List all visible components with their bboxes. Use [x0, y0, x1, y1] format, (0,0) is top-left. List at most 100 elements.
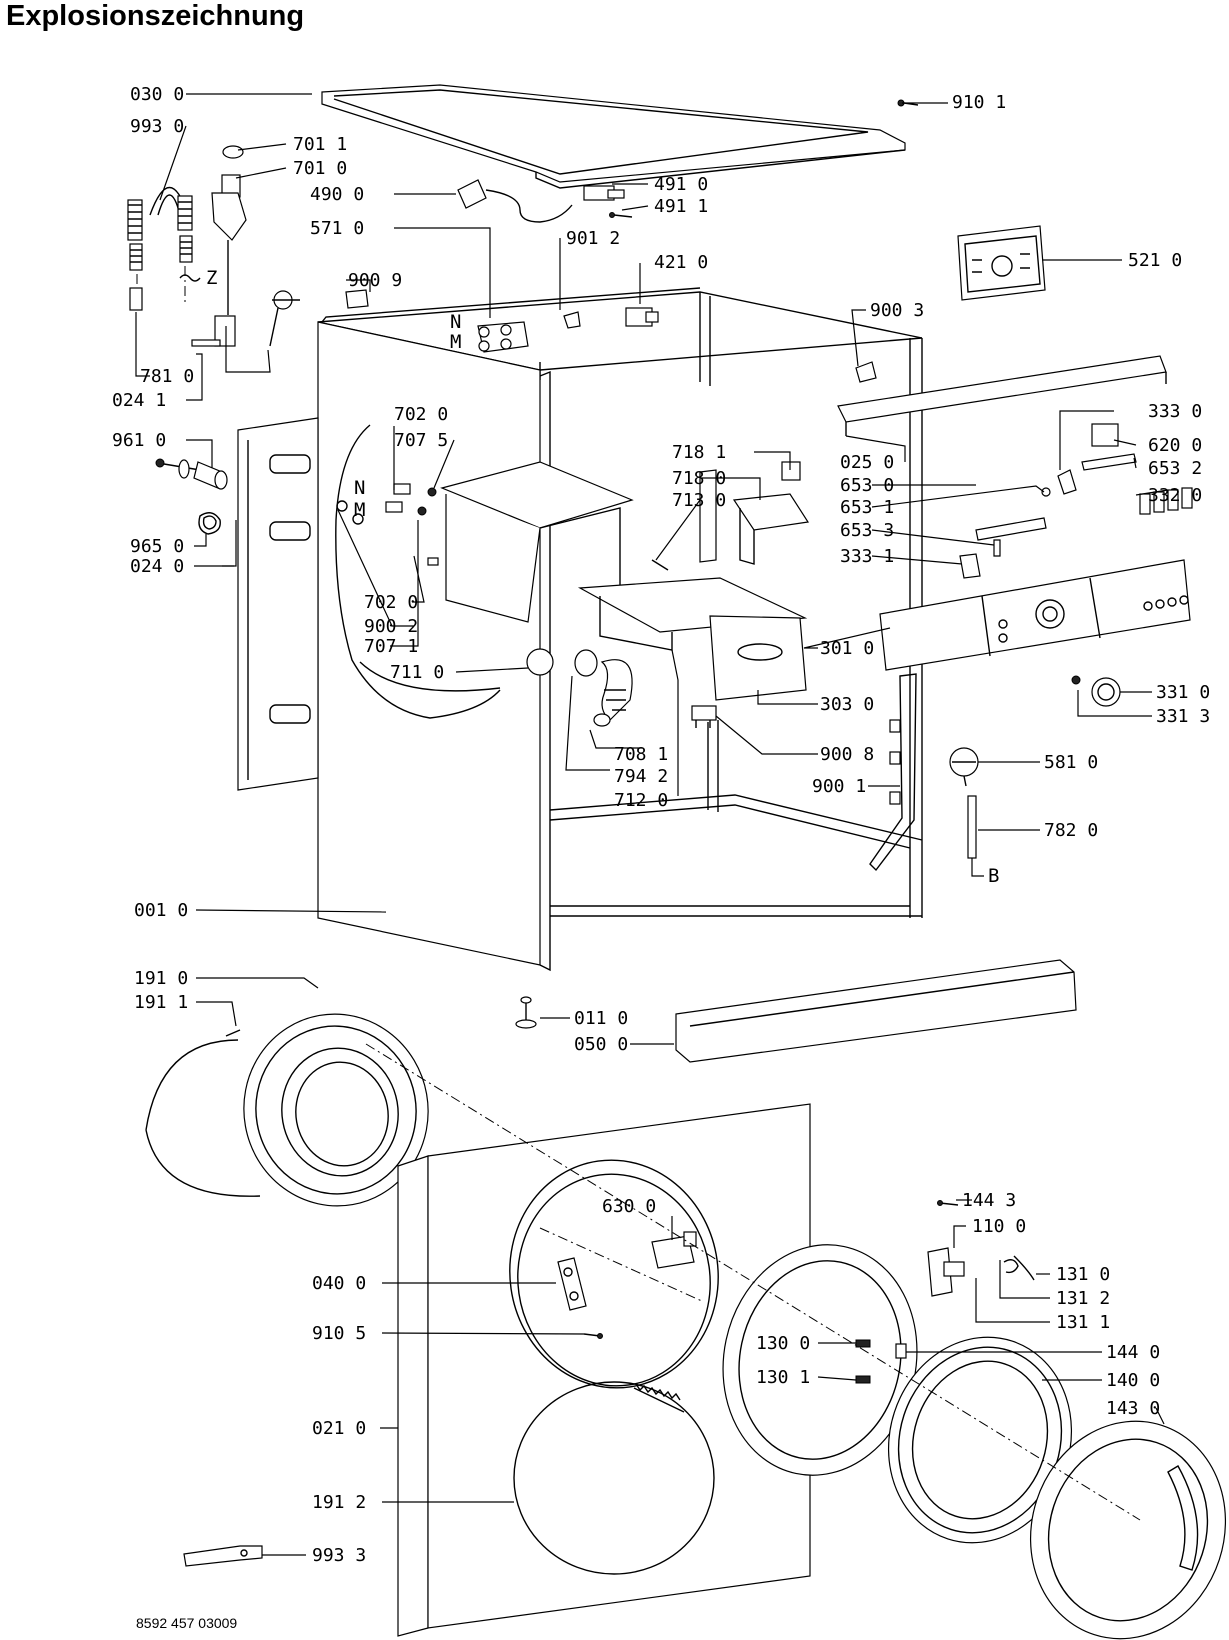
foot-drawing	[515, 996, 537, 1029]
label-191-2: 191 2	[312, 1492, 366, 1513]
label-702-0-bottom: 702 0	[364, 592, 418, 613]
label-143-0: 143 0	[1106, 1398, 1160, 1419]
label-332-0: 332 0	[1148, 485, 1202, 506]
label-421-0: 421 0	[654, 252, 708, 273]
label-333-1: 333 1	[840, 546, 894, 567]
power-cord-drawing	[457, 179, 625, 223]
kickplate-drawing	[675, 959, 1077, 1063]
part-labels: 030 0 993 0 701 1 701 0 490 0 491 0 491 …	[112, 84, 1210, 1566]
label-521-0: 521 0	[1128, 250, 1182, 271]
label-050-0: 050 0	[574, 1034, 628, 1055]
door-frame-drawing	[722, 1244, 918, 1476]
label-491-0: 491 0	[654, 174, 708, 195]
label-653-2: 653 2	[1148, 458, 1202, 479]
label-900-2: 900 2	[364, 616, 418, 637]
label-030-0: 030 0	[130, 84, 184, 105]
label-491-1: 491 1	[654, 196, 708, 217]
label-781-0: 781 0	[140, 366, 194, 387]
label-620-0: 620 0	[1148, 435, 1202, 456]
label-782-0: 782 0	[1044, 820, 1098, 841]
label-331-0: 331 0	[1156, 682, 1210, 703]
pressure-switch-drawing	[949, 747, 979, 787]
outer-door-drawing	[1029, 1420, 1227, 1640]
label-993-0: 993 0	[130, 116, 184, 137]
door-gasket-drawing	[145, 1013, 429, 1207]
panel-components-drawing	[959, 423, 1193, 579]
label-712-0: 712 0	[614, 790, 668, 811]
knob-drawing	[1071, 675, 1121, 707]
label-961-0: 961 0	[112, 430, 166, 451]
electronic-module-drawing	[957, 225, 1046, 301]
leader-lines	[135, 93, 1169, 1556]
door-lock-drawing	[651, 1231, 697, 1269]
marker-n-valve: N	[450, 311, 461, 333]
label-191-1: 191 1	[134, 992, 188, 1013]
label-140-0: 140 0	[1106, 1370, 1160, 1391]
label-653-3: 653 3	[840, 520, 894, 541]
label-900-1: 900 1	[812, 776, 866, 797]
label-713-0: 713 0	[672, 490, 726, 511]
label-303-0: 303 0	[820, 694, 874, 715]
label-040-0: 040 0	[312, 1273, 366, 1294]
label-707-5: 707 5	[394, 430, 448, 451]
screw-910-5-drawing	[583, 1333, 603, 1339]
label-571-0: 571 0	[310, 218, 364, 239]
hose-993-0-drawing	[127, 186, 201, 311]
label-993-3: 993 3	[312, 1545, 366, 1566]
document-number: 8592 457 03009	[136, 1615, 237, 1631]
label-901-2: 901 2	[566, 228, 620, 249]
dispenser-parts-drawing	[651, 461, 810, 571]
page-title: Explosionszeichnung	[6, 0, 305, 32]
marker-letters: Z N M N M B	[206, 267, 999, 887]
label-130-0: 130 0	[756, 1333, 810, 1354]
label-910-5: 910 5	[312, 1323, 366, 1344]
label-900-3: 900 3	[870, 300, 924, 321]
hinge-drawing	[557, 1257, 587, 1311]
label-131-2: 131 2	[1056, 1288, 1110, 1309]
label-653-1: 653 1	[840, 497, 894, 518]
label-718-1: 718 1	[672, 442, 726, 463]
label-701-0: 701 0	[293, 158, 347, 179]
detergent-drawer-drawing	[577, 577, 808, 701]
control-panel-drawing	[879, 559, 1191, 671]
door-handle-drawing	[927, 1200, 1035, 1297]
gasket-spring-drawing	[633, 1383, 685, 1413]
label-130-1: 130 1	[756, 1367, 810, 1388]
valve-701-drawing	[191, 145, 247, 347]
rear-panel-drawing	[237, 417, 319, 791]
marker-b: B	[988, 865, 999, 887]
label-653-0: 653 0	[840, 475, 894, 496]
label-024-0: 024 0	[130, 556, 184, 577]
label-718-0: 718 0	[672, 468, 726, 489]
axis-lines-drawing	[365, 1043, 1141, 1521]
label-794-2: 794 2	[614, 766, 668, 787]
hose-782-drawing	[967, 795, 977, 859]
marker-m-valve: M	[450, 331, 461, 353]
bellow-clip-drawing	[198, 512, 221, 535]
label-191-0: 191 0	[134, 968, 188, 989]
label-025-0: 025 0	[840, 452, 894, 473]
label-707-1: 707 1	[364, 636, 418, 657]
label-301-0: 301 0	[820, 638, 874, 659]
elbow-fitting-drawing	[269, 290, 300, 347]
label-131-1: 131 1	[1056, 1312, 1110, 1333]
label-702-0-top: 702 0	[394, 404, 448, 425]
label-110-0: 110 0	[972, 1216, 1026, 1237]
wrench-tool-drawing	[183, 1545, 263, 1567]
label-581-0: 581 0	[1044, 752, 1098, 773]
label-131-0: 131 0	[1056, 1264, 1110, 1285]
dispenser-assembly-drawing	[335, 424, 634, 727]
label-490-0: 490 0	[310, 184, 364, 205]
wiring-harness-drawing	[869, 673, 917, 872]
label-965-0: 965 0	[130, 536, 184, 557]
clip-900-8-drawing	[691, 705, 717, 728]
label-333-0: 333 0	[1148, 401, 1202, 422]
label-630-0: 630 0	[602, 1196, 656, 1217]
front-panel-drawing	[397, 1103, 811, 1637]
label-900-8: 900 8	[820, 744, 874, 765]
label-701-1: 701 1	[293, 134, 347, 155]
label-910-1: 910 1	[952, 92, 1006, 113]
label-900-9: 900 9	[348, 270, 402, 291]
label-024-1: 024 1	[112, 390, 166, 411]
